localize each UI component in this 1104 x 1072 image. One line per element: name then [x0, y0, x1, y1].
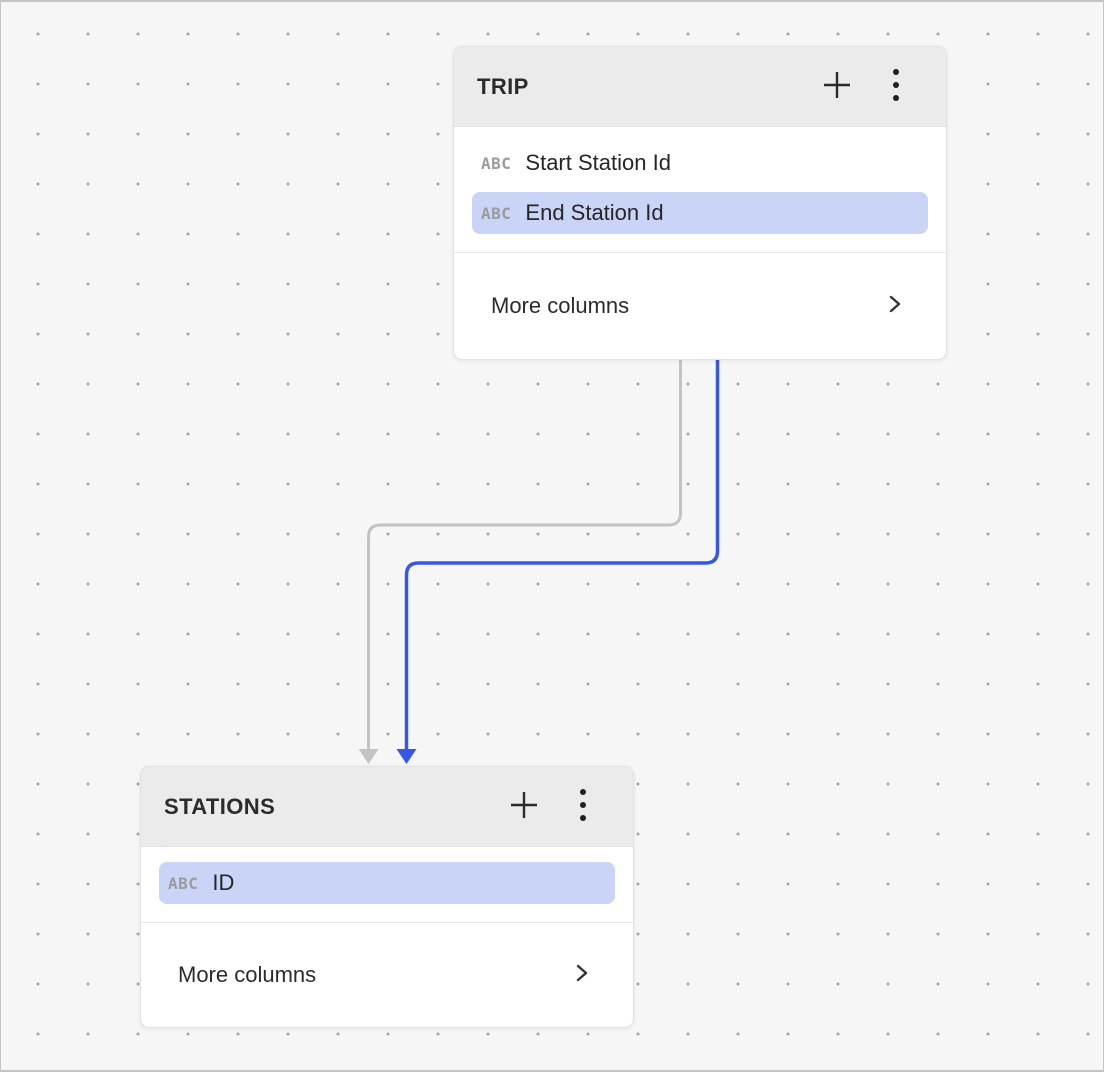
chevron-right-icon — [888, 292, 902, 321]
more-columns-button[interactable]: More columns — [141, 922, 633, 1027]
kebab-menu-icon — [892, 67, 900, 106]
text-type-icon: ABC — [168, 874, 199, 893]
more-columns-button[interactable]: More columns — [454, 252, 946, 359]
arrowhead-blue — [396, 749, 417, 764]
columns-list: ABC ID — [141, 847, 633, 922]
add-column-button[interactable] — [822, 70, 852, 103]
kebab-menu-icon — [579, 787, 587, 826]
arrowhead-gray — [358, 749, 379, 764]
table-menu-button[interactable] — [579, 787, 587, 826]
chevron-right-icon — [575, 961, 589, 990]
more-columns-label: More columns — [491, 293, 630, 318]
column-label: Start Station Id — [525, 150, 671, 175]
table-card-trip[interactable]: TRIP — [453, 46, 947, 360]
columns-list: ABC Start Station Id ABC End Station Id — [454, 127, 946, 252]
table-title: STATIONS — [164, 793, 276, 819]
plus-icon — [509, 790, 539, 823]
table-card-stations[interactable]: STATIONS — [140, 766, 634, 1028]
column-label: End Station Id — [525, 200, 664, 225]
more-columns-label: More columns — [178, 962, 317, 987]
table-title: TRIP — [477, 73, 529, 99]
column-row-start-station-id[interactable]: ABC Start Station Id — [472, 142, 928, 184]
column-row-id[interactable]: ABC ID — [159, 862, 615, 904]
table-menu-button[interactable] — [892, 67, 900, 106]
add-column-button[interactable] — [509, 790, 539, 823]
table-header-stations[interactable]: STATIONS — [141, 767, 633, 847]
text-type-icon: ABC — [481, 154, 512, 173]
relationship-edge-start-station-id[interactable] — [358, 359, 682, 764]
column-label: ID — [212, 870, 235, 895]
column-row-end-station-id[interactable]: ABC End Station Id — [472, 192, 928, 234]
plus-icon — [822, 70, 852, 103]
table-header-trip[interactable]: TRIP — [454, 47, 946, 127]
text-type-icon: ABC — [481, 204, 512, 223]
relationship-edge-end-station-id[interactable] — [396, 359, 720, 764]
